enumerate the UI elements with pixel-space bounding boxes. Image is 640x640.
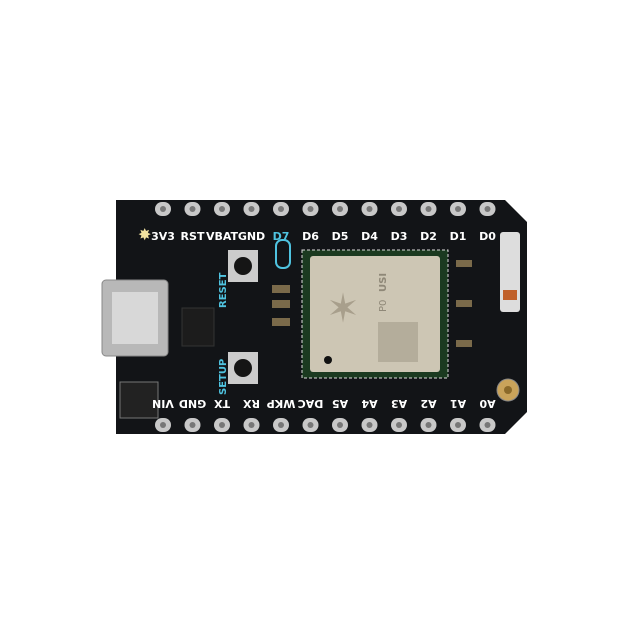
particle-logo-icon: ✸ [138, 225, 151, 244]
pin-label: GND [179, 397, 206, 410]
top-pin-row [155, 202, 496, 216]
bottom-pin-row [155, 418, 496, 432]
pin-label: RX [243, 397, 260, 410]
module-brand: USI [378, 273, 389, 292]
pin-label: A1 [450, 397, 466, 410]
pin-label: A5 [332, 397, 348, 410]
diode [119, 381, 159, 419]
pin-label: A0 [479, 397, 496, 410]
pin-label: D4 [361, 230, 378, 243]
pin-label: A2 [420, 397, 436, 410]
pin-label: VBAT [206, 230, 239, 243]
pin-label: 3V3 [151, 230, 175, 243]
pin-label: D3 [391, 230, 408, 243]
pin-label: WKP [267, 397, 296, 410]
pin-label: RST [181, 230, 205, 243]
pin-label: A4 [361, 397, 378, 410]
pin-label: D2 [420, 230, 437, 243]
pin-label: GND [238, 230, 265, 243]
regulator-chip [181, 307, 215, 347]
module-model: P0 [378, 300, 389, 312]
setup-label: SETUP [218, 359, 229, 395]
pin-label: D5 [332, 230, 349, 243]
datamatrix-code [378, 322, 418, 362]
pin-label: D0 [479, 230, 496, 243]
usb-shell [112, 292, 158, 344]
particle-star-icon: ✶ [326, 286, 360, 332]
pin-label: D6 [302, 230, 319, 243]
d7-led-outline [275, 239, 291, 269]
pin-label: TX [213, 397, 230, 410]
reset-label: RESET [218, 272, 229, 308]
pin-label: A3 [391, 397, 407, 410]
pin-label: DAC [298, 397, 324, 410]
pin-label: VIN [152, 397, 174, 410]
pin-label: D1 [450, 230, 467, 243]
pin-label: D7 [273, 230, 290, 243]
